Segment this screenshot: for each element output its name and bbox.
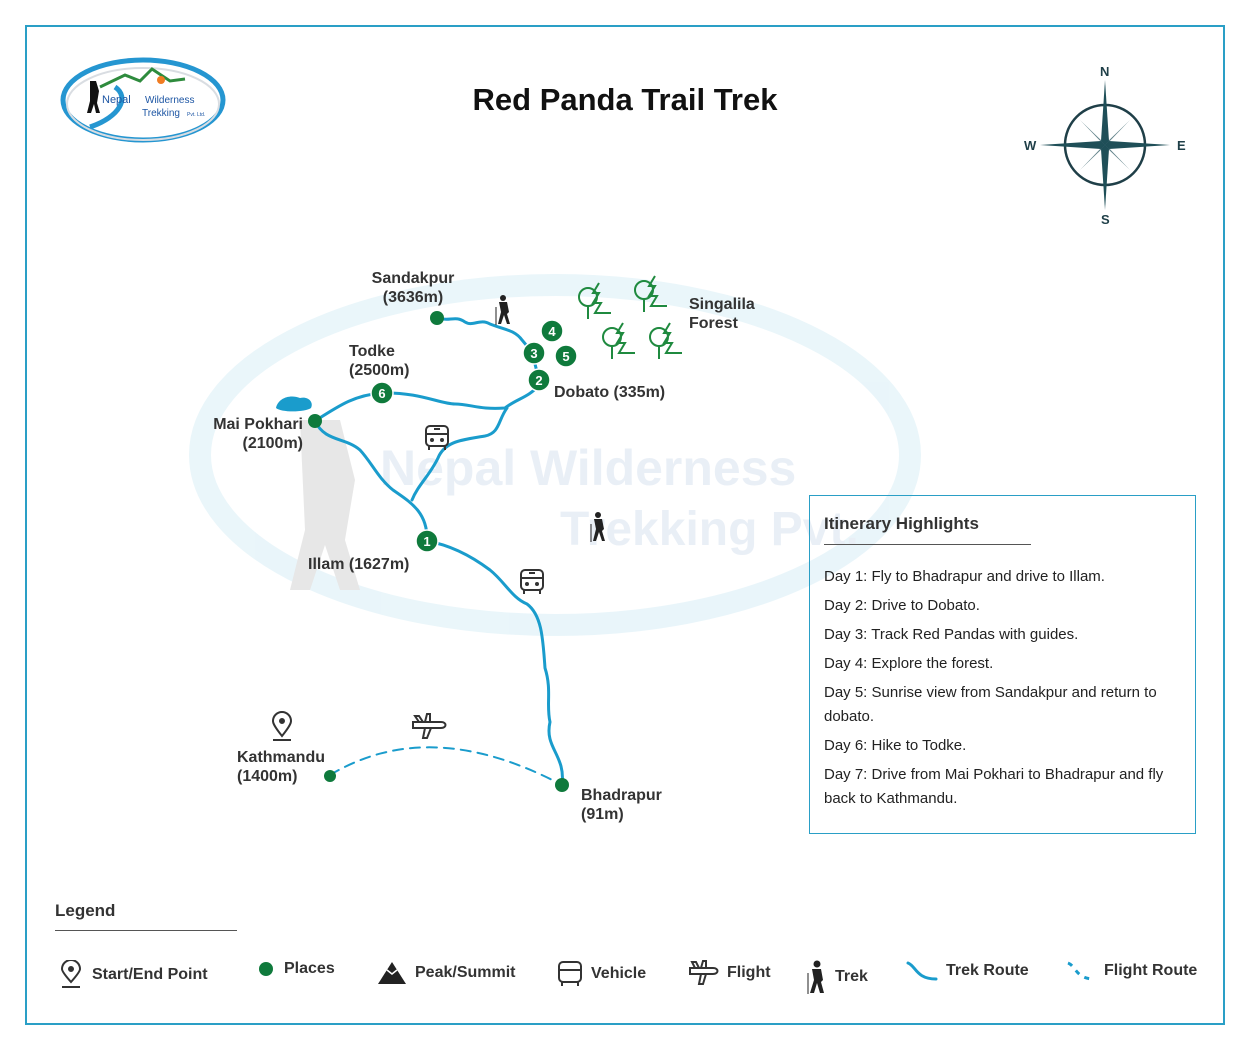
hiker-icon (807, 960, 824, 994)
legend-item-start-end: Start/End Point (60, 960, 208, 990)
compass-west: W (1024, 138, 1037, 153)
bus-icon (425, 425, 449, 450)
bus-icon (558, 961, 582, 986)
start-end-pin-icon (271, 711, 293, 741)
label-dobato: Dobato (335m) (554, 384, 666, 401)
itinerary-title: Itinerary Highlights (824, 514, 1031, 545)
label-mai-pokhari: Mai Pokhari(2100m) (213, 416, 303, 452)
itinerary-day: Day 7: Drive from Mai Pokhari to Bhadrap… (824, 766, 1164, 807)
legend-title: Legend (55, 901, 237, 931)
svg-text:1: 1 (423, 534, 430, 549)
label-bhadrapur: Bhadrapur(91m) (581, 787, 662, 823)
plane-icon (412, 713, 447, 739)
flight-route-icon (1067, 961, 1095, 981)
drive-route-mai-pokhari-illam (313, 419, 429, 543)
stop-1: 1 (415, 529, 439, 553)
itinerary-day: Day 5: Sunrise view from Sandakpur and r… (824, 684, 1157, 725)
trek-route-icon (906, 961, 938, 981)
compass-east: E (1177, 138, 1186, 153)
compass-rose (1040, 80, 1170, 210)
itinerary-day: Day 6: Hike to Todke. (824, 737, 967, 754)
watermark-text-2: Trekking Pvt. (560, 503, 859, 556)
place-dot-kathmandu (324, 770, 336, 782)
stop-2: 2 (527, 368, 551, 392)
legend-label: Start/End Point (92, 966, 208, 983)
drive-route-dobato-illam (410, 406, 509, 502)
itinerary-day: Day 1: Fly to Bhadrapur and drive to Ill… (824, 568, 1105, 585)
trek-route-mai-pokhari-dobato (313, 383, 541, 423)
legend-item-peak: Peak/Summit (377, 960, 515, 986)
hiker-icon (590, 512, 605, 542)
logo-text-pvt: Pvt. Ltd. (187, 112, 205, 118)
legend-item-flight-route: Flight Route (1066, 960, 1197, 982)
label-todke: Todke(2500m) (349, 343, 410, 379)
svg-text:5: 5 (562, 349, 569, 364)
itinerary-day: Day 4: Explore the forest. (824, 655, 994, 672)
legend-item-vehicle: Vehicle (557, 960, 646, 988)
itinerary-day: Day 2: Drive to Dobato. (824, 597, 980, 614)
svg-text:3: 3 (530, 346, 537, 361)
stop-5: 5 (554, 344, 578, 368)
lake-icon (276, 396, 312, 412)
place-dot-sandakpur (430, 311, 444, 325)
map-frame (25, 25, 1225, 1025)
plane-icon (689, 960, 719, 985)
compass-south: S (1101, 212, 1110, 227)
place-dot-bhadrapur (555, 778, 569, 792)
legend-label: Trek Route (946, 962, 1029, 979)
logo-text-wilderness: Wilderness (145, 95, 194, 106)
forest-icon (578, 275, 682, 359)
legend-item-trek: Trek (805, 960, 868, 994)
bus-icon (520, 569, 544, 594)
page-title: Red Panda Trail Trek (472, 82, 778, 117)
svg-text:4: 4 (548, 324, 556, 339)
hiker-icon (495, 295, 510, 325)
legend-label: Places (284, 960, 335, 977)
company-logo: Nepal Wilderness Trekking Pvt. Ltd. (60, 57, 226, 143)
stop-4: 4 (540, 319, 564, 343)
itinerary-panel: Itinerary Highlights Day 1: Fly to Bhadr… (809, 495, 1196, 834)
pin-icon (60, 960, 82, 988)
itinerary-day: Day 3: Track Red Pandas with guides. (824, 626, 1079, 643)
stop-3: 3 (522, 341, 546, 365)
legend-item-trek-route: Trek Route (906, 960, 1029, 982)
drive-route-illam-bhadrapur (425, 539, 564, 787)
label-sandakpur: Sandakpur(3636m) (371, 270, 455, 306)
svg-text:6: 6 (378, 386, 385, 401)
watermark-text-1: Nepal Wilderness (380, 440, 796, 496)
label-illam: Illam (1627m) (308, 556, 410, 573)
trek-route-sandakpur-dobato (435, 316, 541, 382)
flight-route (329, 746, 563, 786)
label-kathmandu: Kathmandu(1400m) (237, 749, 325, 785)
legend-label: Flight (727, 964, 771, 981)
legend-label: Flight Route (1104, 962, 1198, 979)
legend-label: Vehicle (591, 965, 647, 982)
svg-text:2: 2 (535, 373, 542, 388)
legend-label: Peak/Summit (415, 964, 516, 981)
stop-6: 6 (370, 381, 394, 405)
place-dot-mai-pokhari (308, 414, 322, 428)
compass-north: N (1100, 64, 1110, 79)
legend-label: Trek (835, 968, 868, 985)
logo-text-trekking: Trekking (142, 108, 180, 119)
legend-item-flight: Flight (689, 960, 771, 986)
watermark: Nepal Wilderness Trekking Pvt. (189, 274, 921, 636)
logo-text-nepal: Nepal (102, 94, 131, 106)
legend-item-places: Places (258, 960, 335, 978)
mountain-icon (378, 962, 406, 984)
dot-icon (259, 962, 273, 976)
